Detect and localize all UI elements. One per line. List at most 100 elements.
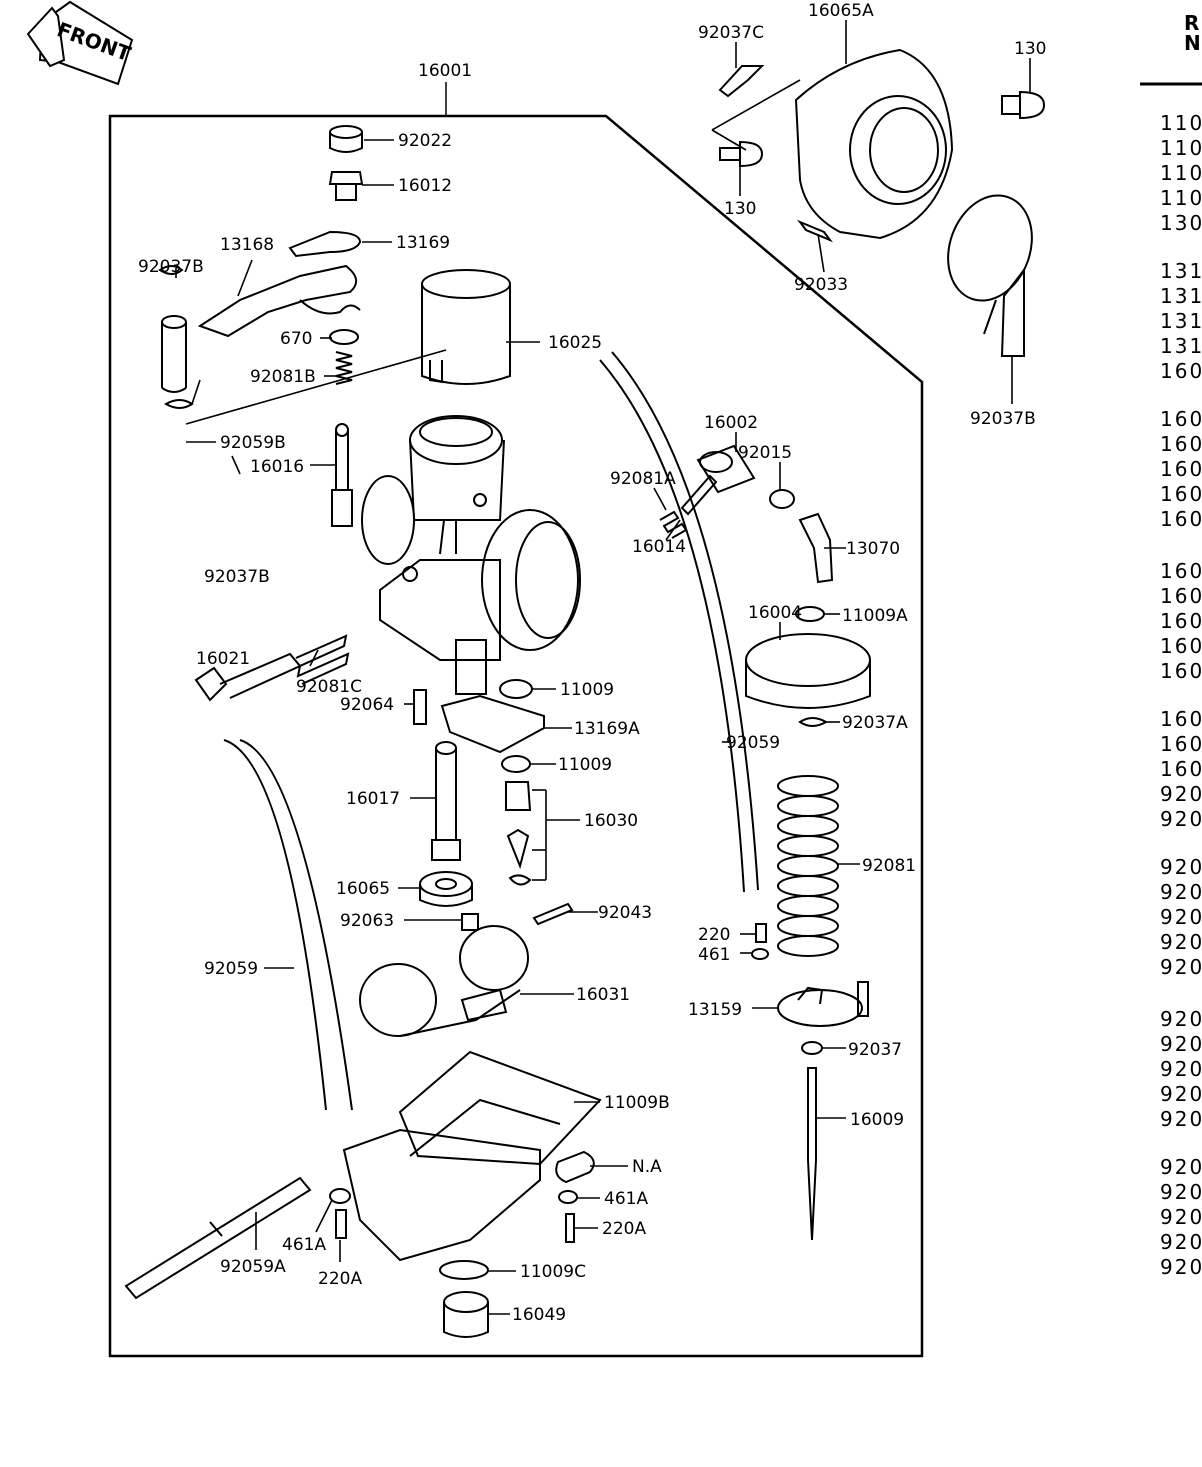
callout-13159: 13159 (688, 1000, 742, 1020)
callout-labels: 92022 16012 13168 13169 92037B 670 92081… (138, 1, 1046, 1325)
ref-row: 160 (1160, 407, 1202, 431)
ref-row: 160 (1160, 559, 1202, 583)
ref-row: 130 (1160, 211, 1202, 235)
callout-13070: 13070 (846, 539, 900, 559)
callout-11009B: 11009B (604, 1093, 670, 1113)
callout-16004: 16004 (748, 603, 802, 623)
cable-adjuster-16012 (328, 171, 364, 201)
needle-jet-16016 (331, 423, 353, 527)
callout-92015: 92015 (738, 443, 792, 463)
ref-row: 920 (1160, 1205, 1202, 1229)
ref-row: 920 (1160, 1007, 1202, 1031)
ref-row: 920 (1160, 1180, 1202, 1204)
clip-92037C (718, 65, 765, 98)
callout-92064: 92064 (340, 695, 394, 715)
cap-part-92022 (329, 125, 363, 153)
callout-130-top: 130 (1014, 39, 1046, 59)
callout-16001-main: 16001 (418, 61, 472, 81)
callout-92037B-mid: 92037B (204, 567, 270, 587)
reference-number-column: Re No 1101101101101301311311311311601601… (1140, 11, 1202, 1279)
callout-92037B-right: 92037B (970, 409, 1036, 429)
needle-holder-13159 (777, 981, 869, 1027)
callout-92037B-top: 92037B (138, 257, 204, 277)
callout-461: 461 (698, 945, 730, 965)
callout-130-left: 130 (724, 199, 756, 219)
ref-row: 131 (1160, 259, 1202, 283)
callout-92081B: 92081B (250, 367, 316, 387)
choke-plunger-16002 (696, 444, 756, 494)
float-valve-16030 (505, 781, 547, 886)
carburetor-parts (124, 48, 1046, 1338)
pin-92033 (797, 219, 833, 243)
callout-16030: 16030 (584, 811, 638, 831)
clip-92037A (798, 717, 829, 727)
callout-13169A: 13169A (574, 719, 640, 739)
callout-92022: 92022 (398, 131, 452, 151)
jet-ring-16065 (419, 871, 473, 907)
assembly-frame (108, 114, 924, 1358)
callout-461A-right: 461A (604, 1189, 648, 1209)
callout-16014: 16014 (632, 537, 686, 557)
callout-92059-mid: 92059 (726, 733, 780, 753)
ref-row: 131 (1160, 284, 1202, 308)
callout-na: N.A (632, 1157, 662, 1177)
air-screw-16021 (194, 652, 302, 702)
jet-92064 (413, 689, 427, 725)
ref-row: 110 (1160, 111, 1202, 135)
ref-row: 131 (1160, 309, 1202, 333)
callout-13169: 13169 (396, 233, 450, 253)
tube-92059B (161, 315, 187, 393)
clip-92037B-top (158, 265, 184, 275)
callout-11009-a: 11009 (560, 680, 614, 700)
bolt-130-left (719, 140, 764, 168)
callout-16012: 16012 (398, 176, 452, 196)
washer-461A-right (558, 1190, 578, 1204)
plate-13169A (440, 694, 545, 754)
float-16031 (359, 925, 529, 1037)
callout-92063: 92063 (340, 911, 394, 931)
callout-670: 670 (280, 329, 312, 349)
tube-92059-mid (599, 351, 759, 893)
ref-header-line2: No (1184, 31, 1202, 55)
callout-92043: 92043 (598, 903, 652, 923)
ref-row: 160 (1160, 757, 1202, 781)
callout-92059A: 92059A (220, 1257, 286, 1277)
ref-row: 160 (1160, 359, 1202, 383)
ref-row: 920 (1160, 1155, 1202, 1179)
callout-92037: 92037 (848, 1040, 902, 1060)
float-bowl (342, 1098, 561, 1262)
leader-lines (175, 20, 1031, 1315)
carburetor-body (361, 415, 581, 695)
spring-92081 (777, 775, 839, 957)
plunger-16014 (680, 474, 718, 516)
ref-header-line1: Re (1184, 11, 1202, 35)
ref-row: 160 (1160, 507, 1202, 531)
callout-11009-b: 11009 (558, 755, 612, 775)
washer-461 (751, 948, 769, 960)
o-ring-11009-b (501, 755, 531, 773)
ref-row: 110 (1160, 136, 1202, 160)
callout-461A-left: 461A (282, 1235, 326, 1255)
throttle-valve-16025 (421, 269, 511, 385)
o-ring-670 (329, 329, 359, 345)
callout-16009: 16009 (850, 1110, 904, 1130)
front-arrow-badge: FRONT (26, 0, 134, 86)
callout-16002: 16002 (704, 413, 758, 433)
ref-row: 160 (1160, 634, 1202, 658)
ref-row: 160 (1160, 659, 1202, 683)
callout-92037C: 92037C (698, 23, 764, 43)
ref-row: 160 (1160, 707, 1202, 731)
tube-92059-left (223, 739, 353, 1111)
ref-row: 160 (1160, 482, 1202, 506)
callout-16021: 16021 (196, 649, 250, 669)
ref-row: 160 (1160, 584, 1202, 608)
tube-92059A (124, 1176, 312, 1300)
jet-holder-16017 (431, 741, 461, 861)
screw-220 (755, 923, 767, 943)
ref-row: 920 (1160, 880, 1202, 904)
ref-row: 920 (1160, 1230, 1202, 1254)
gasket-11009B (398, 1050, 602, 1166)
ref-row: 160 (1160, 609, 1202, 633)
callout-16025: 16025 (548, 333, 602, 353)
